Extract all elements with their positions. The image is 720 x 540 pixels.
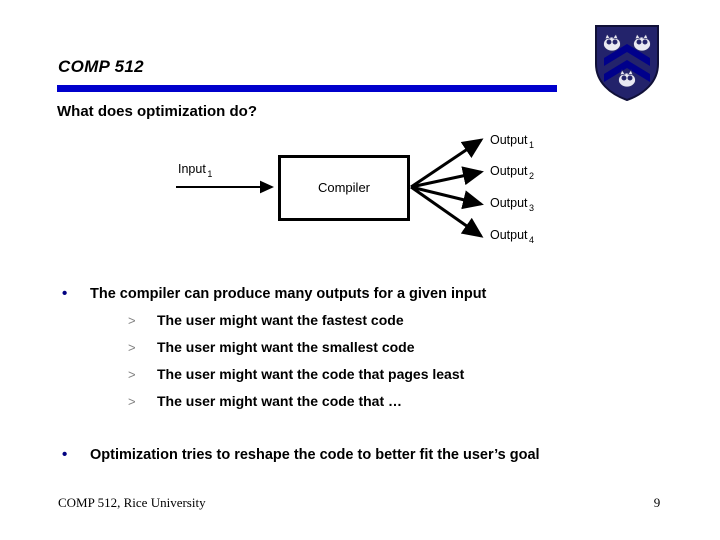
sub-bullet-text: The user might want the code that …: [157, 393, 403, 409]
output-3-label-text: Output: [490, 196, 528, 210]
title-divider-rule: [57, 85, 557, 92]
input-label-text: Input: [178, 162, 206, 176]
output-4-arrow: [410, 185, 484, 238]
compiler-box-label: Compiler: [317, 180, 370, 195]
bullet-marker-icon: •: [62, 446, 68, 463]
owl-icon: [633, 33, 651, 52]
output-2-arrow: [410, 166, 484, 189]
page-title: COMP 512: [58, 57, 144, 76]
slide-subtitle: What does optimization do?: [57, 103, 257, 120]
output-4-label-subscript: 4: [529, 234, 535, 245]
bullet-text: The compiler can produce many outputs fo…: [90, 286, 487, 302]
owl-icon: [618, 69, 636, 88]
output-1-label-text: Output: [490, 133, 528, 147]
bullet-marker-icon: •: [62, 285, 68, 302]
output-3-label-subscript: 3: [529, 202, 535, 213]
sub-bullet-item: > The user might want the code that page…: [90, 364, 672, 385]
sub-bullet-text: The user might want the smallest code: [157, 339, 415, 355]
sub-bullet-marker-icon: >: [128, 394, 136, 409]
sub-bullet-item: > The user might want the code that …: [90, 391, 672, 412]
sub-bullet-list: > The user might want the fastest code >…: [90, 310, 672, 412]
output-1-arrow: [410, 138, 484, 189]
sub-bullet-marker-icon: >: [128, 313, 136, 328]
output-1-label-subscript: 1: [529, 139, 535, 150]
owl-icon: [603, 33, 621, 52]
output-3-arrow: [410, 185, 484, 210]
sub-bullet-text: The user might want the code that pages …: [157, 366, 465, 382]
bullet-item: • The compiler can produce many outputs …: [57, 284, 672, 412]
sub-bullet-item: > The user might want the fastest code: [90, 310, 672, 331]
rice-university-shield-logo: [594, 24, 660, 102]
output-2-label-text: Output: [490, 164, 528, 178]
slide-body: • The compiler can produce many outputs …: [57, 284, 672, 470]
input-label-subscript: 1: [207, 168, 213, 179]
page-number: 9: [653, 495, 661, 510]
sub-bullet-item: > The user might want the smallest code: [90, 337, 672, 358]
sub-bullet-marker-icon: >: [128, 340, 136, 355]
output-4-label-text: Output: [490, 228, 528, 242]
sub-bullet-text: The user might want the fastest code: [157, 312, 404, 328]
bullet-text: Optimization tries to reshape the code t…: [90, 447, 540, 463]
footer-text: COMP 512, Rice University: [58, 495, 206, 510]
output-2-label-subscript: 2: [529, 170, 535, 181]
sub-bullet-marker-icon: >: [128, 367, 136, 382]
bullet-item: • Optimization tries to reshape the code…: [57, 445, 672, 465]
compiler-box: Compiler: [278, 155, 410, 221]
